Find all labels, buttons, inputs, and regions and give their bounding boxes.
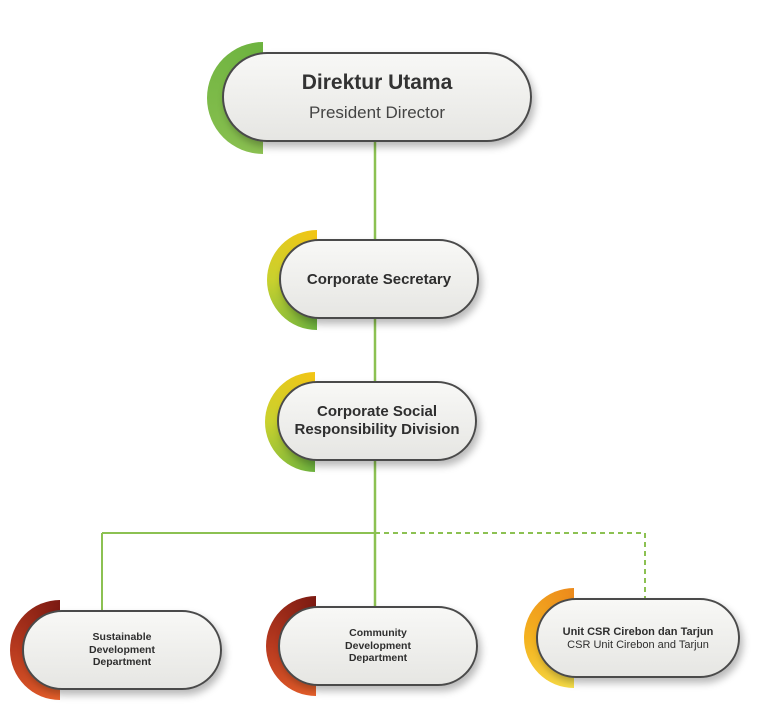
node-president-director: Direktur Utama President Director — [207, 42, 533, 154]
node-title: Community Development Department — [345, 627, 411, 665]
node-title: Corporate Social Responsibility Division — [294, 403, 460, 438]
node-box: Community Development Department — [278, 606, 478, 686]
node-title: Direktur Utama — [301, 71, 453, 94]
node-box: Direktur Utama President Director — [222, 52, 532, 142]
node-box: Corporate Secretary — [279, 239, 479, 319]
node-community-development: Community Development Department — [266, 596, 480, 696]
node-corporate-secretary: Corporate Secretary — [267, 230, 481, 330]
node-title: Unit CSR Cirebon dan Tarjun — [562, 625, 714, 638]
node-csr-division: Corporate Social Responsibility Division — [265, 372, 479, 472]
node-title: Sustainable Development Department — [89, 631, 155, 669]
node-sustainable-development: Sustainable Development Department — [10, 600, 224, 700]
node-box: Corporate Social Responsibility Division — [277, 381, 477, 461]
node-subtitle: President Director — [308, 103, 446, 122]
node-box: Sustainable Development Department — [22, 610, 222, 690]
node-subtitle: CSR Unit Cirebon and Tarjun — [567, 638, 709, 651]
node-csr-unit: Unit CSR Cirebon dan Tarjun CSR Unit Cir… — [524, 588, 742, 688]
node-title: Corporate Secretary — [306, 270, 452, 288]
node-box: Unit CSR Cirebon dan Tarjun CSR Unit Cir… — [536, 598, 740, 678]
